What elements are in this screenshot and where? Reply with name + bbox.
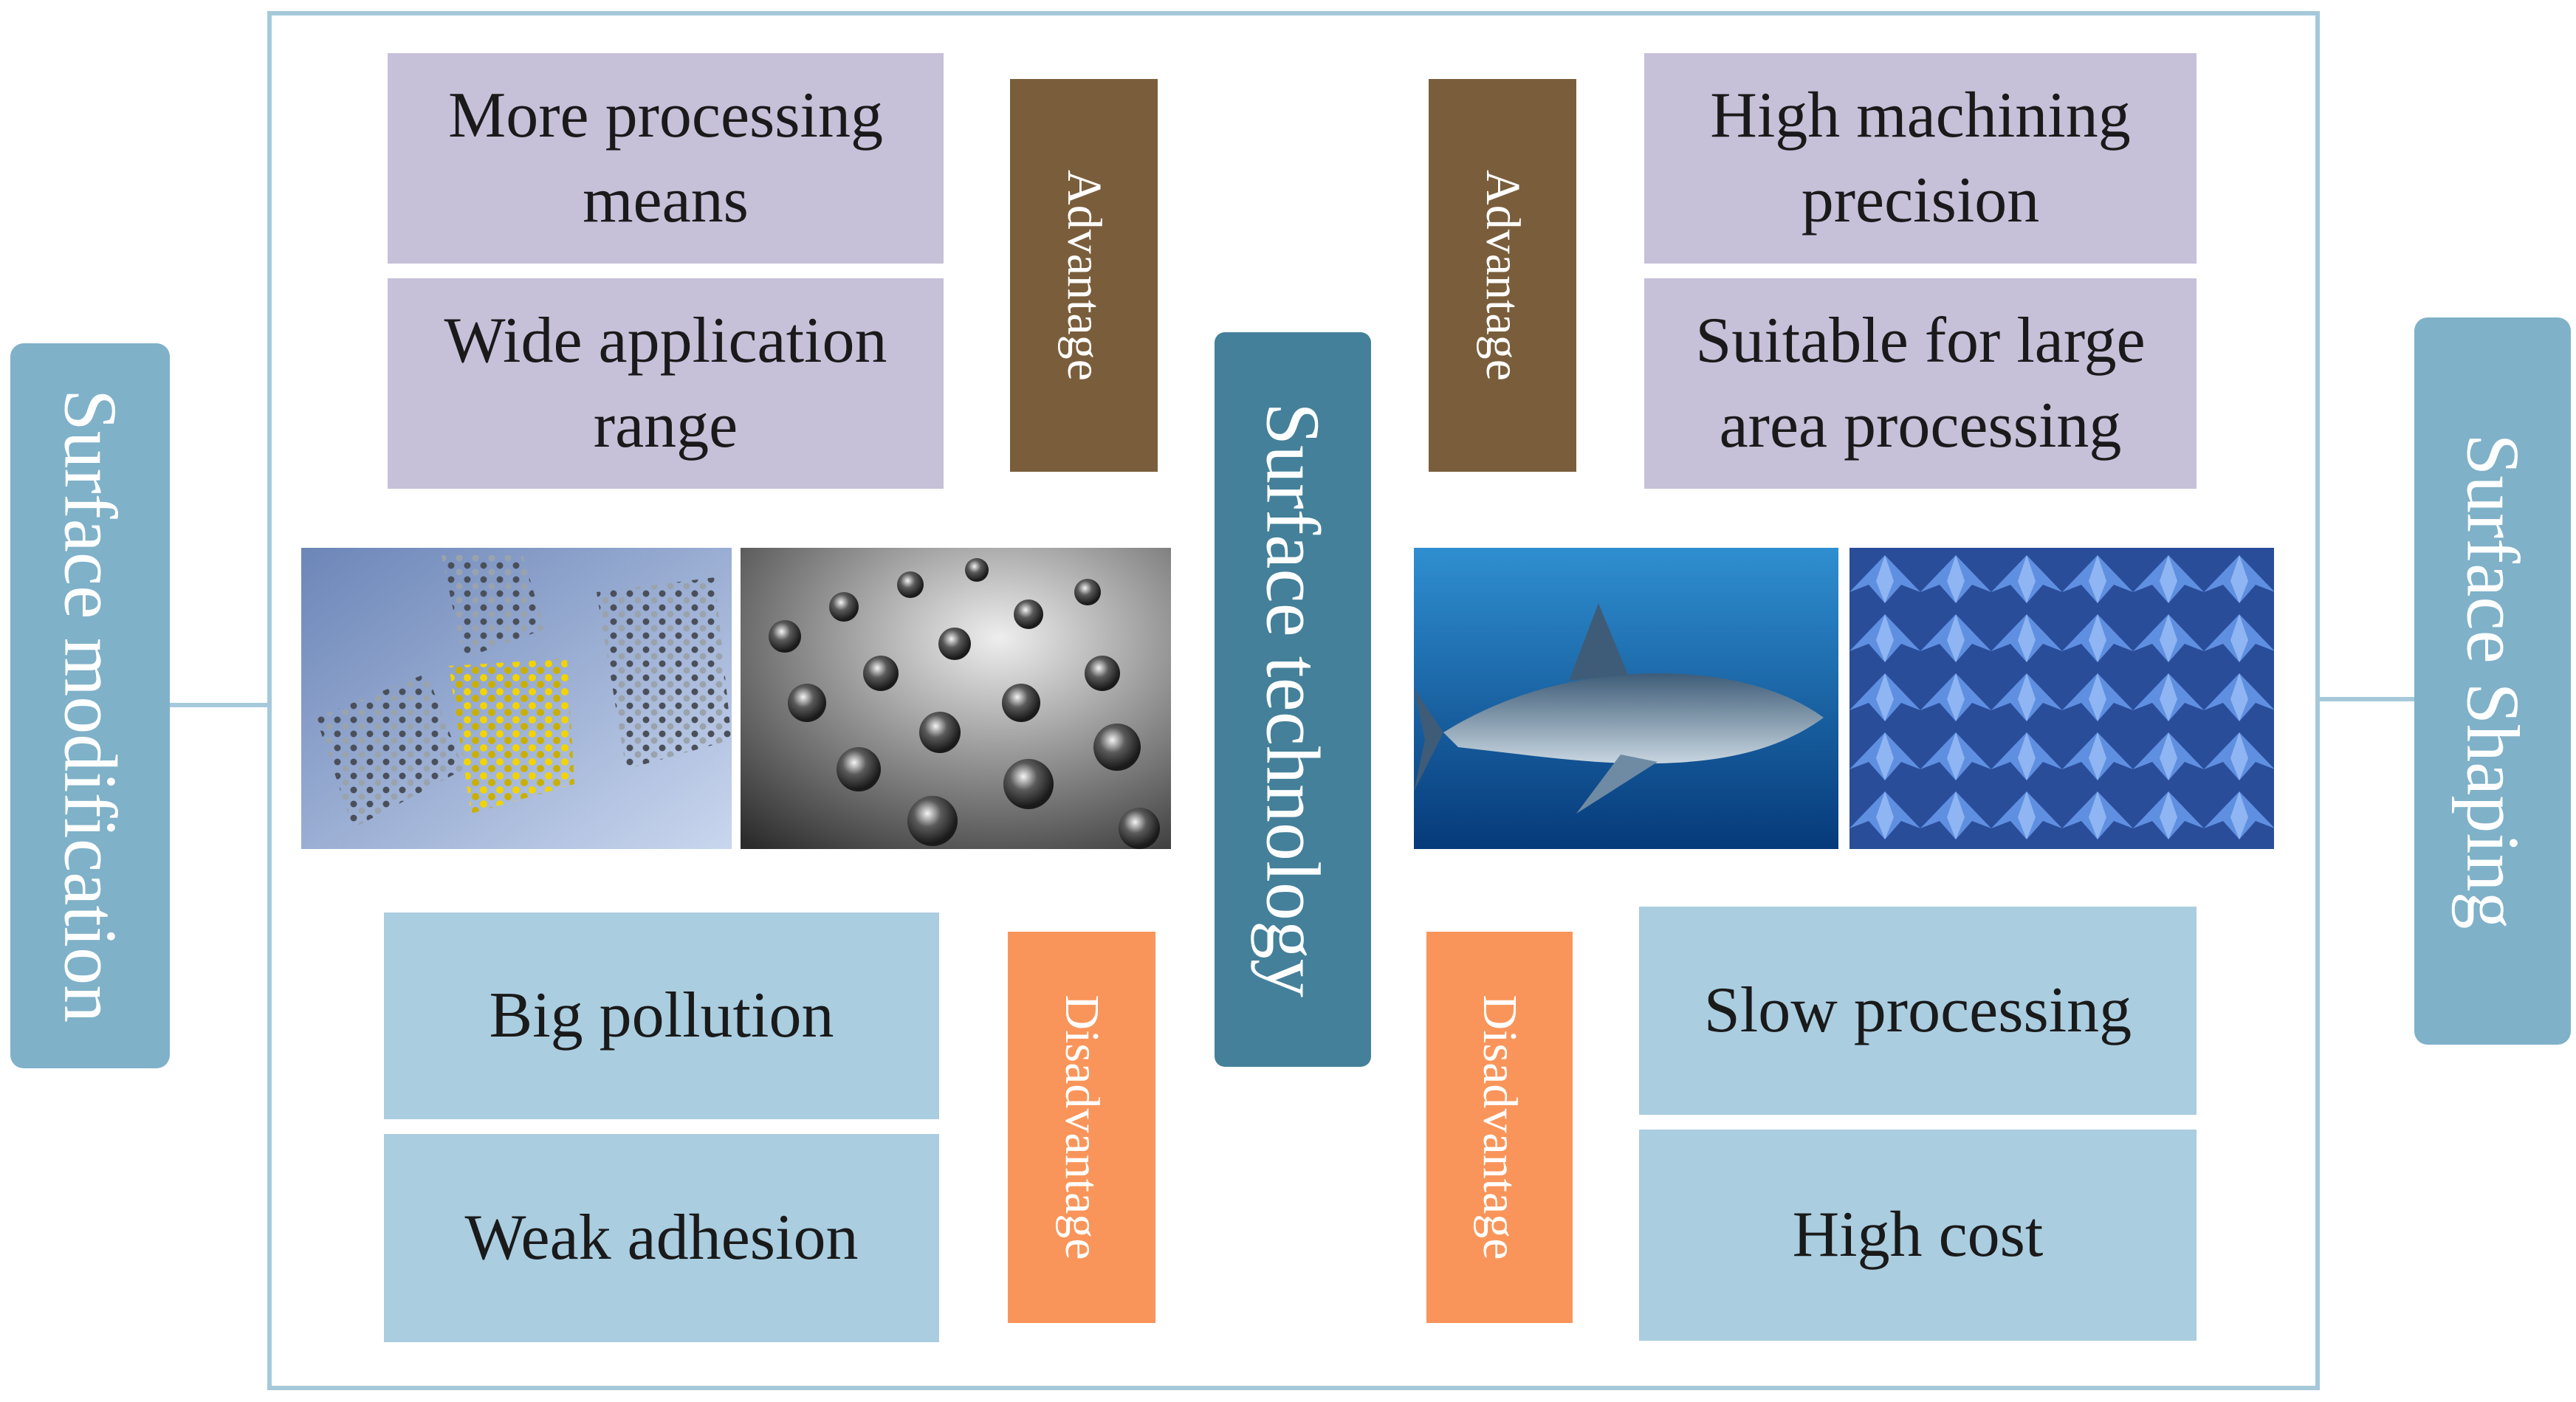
disadvantage-tag-text: Disadvantage [1055,994,1109,1260]
droplets-image [741,548,1171,849]
advantage-tag-left: Advantage [1010,79,1158,472]
disadvantage-box-big-pollution: Big pollution [384,913,939,1119]
disadvantage-box-weak-adhesion: Weak adhesion [384,1134,939,1342]
disadvantage-text: Big pollution [489,979,834,1051]
surface-modification-text: Surface modification [48,388,132,1023]
advantage-text: Suitable for large area processing [1695,305,2146,461]
surface-technology-text: Surface technology [1250,402,1336,997]
disadvantage-box-slow-processing: Slow processing [1639,907,2197,1115]
shark-image [1414,548,1838,849]
surface-shaping-label: Surface Shaping [2414,317,2571,1045]
disadvantage-text: High cost [1792,1198,2044,1271]
advantage-box-wide-application: Wide application range [388,278,944,489]
advantage-box-high-precision: High machining precision [1644,53,2197,264]
disadvantage-tag-text: Disadvantage [1473,994,1527,1260]
disadvantage-tag-right: Disadvantage [1426,932,1573,1323]
advantage-tag-right: Advantage [1429,79,1576,472]
disadvantage-tag-left: Disadvantage [1008,932,1155,1323]
shark-skin-image [1849,548,2274,849]
graphene-image [301,548,732,849]
disadvantage-box-high-cost: High cost [1639,1130,2197,1341]
advantage-tag-text: Advantage [1057,170,1111,381]
advantage-text: High machining precision [1710,80,2131,236]
disadvantage-text: Slow processing [1703,974,2132,1046]
advantage-box-large-area: Suitable for large area processing [1644,278,2197,489]
surface-shaping-text: Surface Shaping [2450,433,2535,929]
surface-modification-label: Surface modification [10,343,170,1068]
advantage-text: Wide application range [444,305,887,461]
surface-technology-label: Surface technology [1215,332,1371,1067]
disadvantage-text: Weak adhesion [464,1201,859,1274]
advantage-box-more-processing: More processing means [388,53,944,264]
advantage-text: More processing means [448,80,883,236]
advantage-tag-text: Advantage [1476,170,1530,381]
